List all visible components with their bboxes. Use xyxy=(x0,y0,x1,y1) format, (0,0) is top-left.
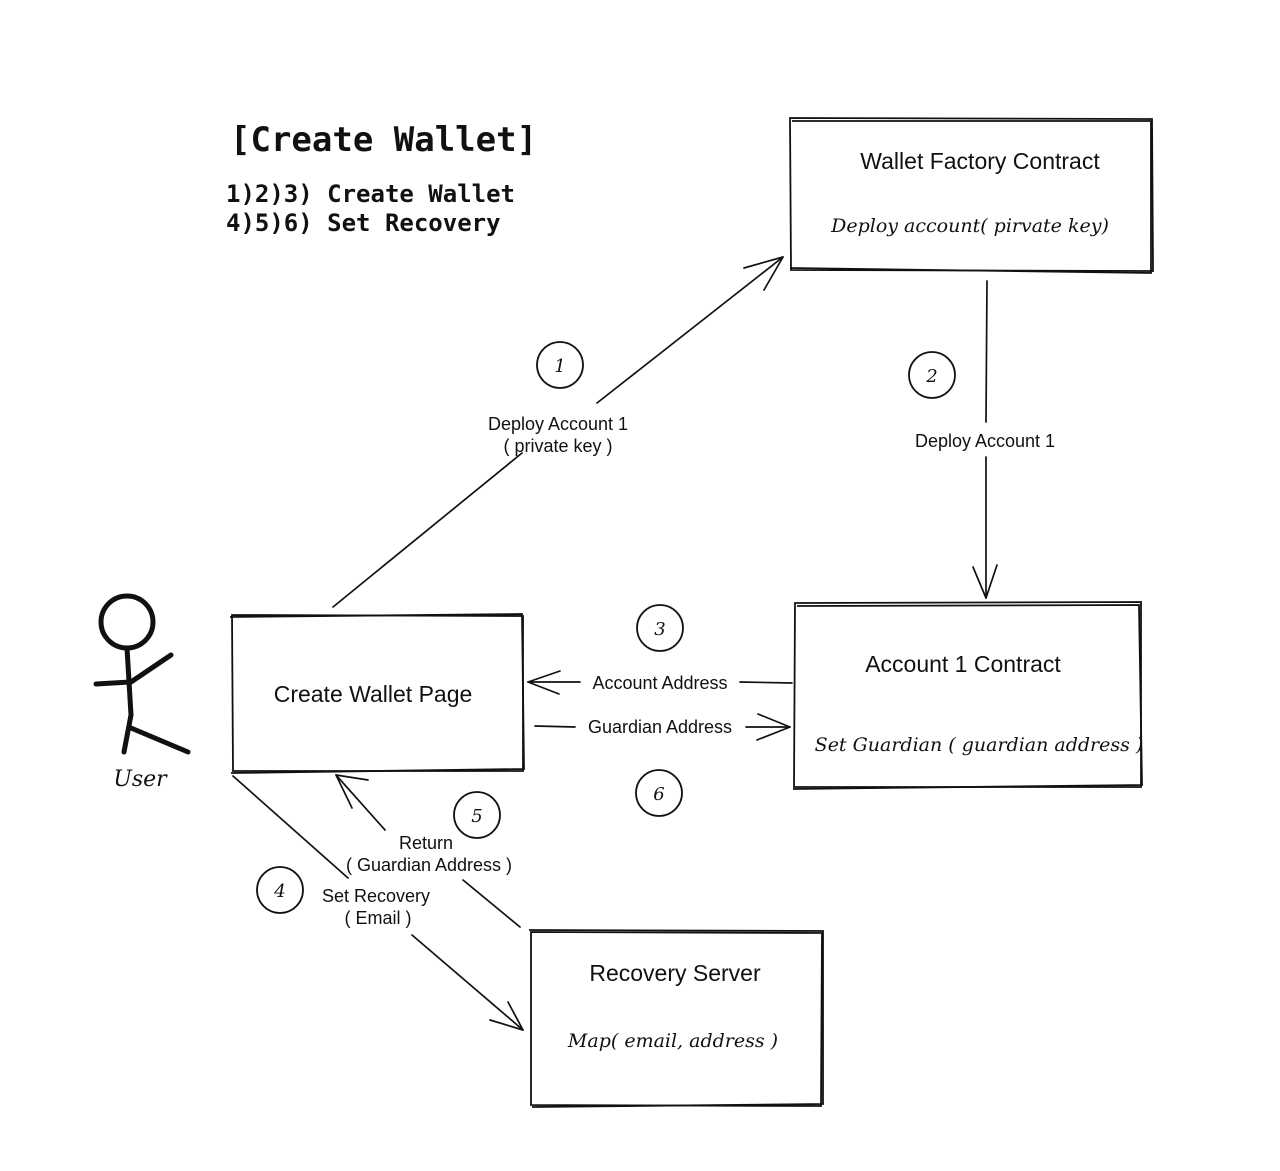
edge-2-label: Deploy Account 1 xyxy=(915,431,1055,451)
create-wallet-page-title: Create Wallet Page xyxy=(274,681,473,707)
edge-1-label-line-2: ( private key ) xyxy=(503,436,612,456)
diagram-title: [Create Wallet] xyxy=(230,120,537,160)
steps-line-1: 1)2)3) Create Wallet xyxy=(226,180,515,208)
edge-return-guardian-address: Return ( Guardian Address ) 5 xyxy=(335,774,521,928)
edge-6-label: Guardian Address xyxy=(588,717,732,737)
edge-set-recovery-email: Set Recovery ( Email ) 4 xyxy=(232,775,524,1031)
account-1-contract-node: Account 1 Contract Set Guardian ( guardi… xyxy=(792,601,1144,790)
edge-5-label-line-2: ( Guardian Address ) xyxy=(346,855,512,875)
edge-deploy-account-private-key: Deploy Account 1 ( private key ) 1 xyxy=(332,256,784,608)
account-1-contract-title: Account 1 Contract xyxy=(865,651,1061,677)
account-1-contract-method: Set Guardian ( guardian address ) xyxy=(815,734,1144,756)
edge-3-label: Account Address xyxy=(592,673,727,693)
user-actor: User xyxy=(93,593,191,792)
step-3-marker: 3 xyxy=(654,619,665,640)
user-label: User xyxy=(113,767,168,792)
step-5-marker: 5 xyxy=(471,806,482,827)
edge-5-label-line-1: Return xyxy=(399,833,453,853)
edge-1-label-line-1: Deploy Account 1 xyxy=(488,414,628,434)
step-4-marker: 4 xyxy=(273,881,285,902)
create-wallet-page-node: Create Wallet Page xyxy=(229,613,525,774)
step-6-marker: 6 xyxy=(653,784,664,805)
recovery-server-method: Map( email, address ) xyxy=(567,1030,778,1052)
edge-4-label-line-1: Set Recovery xyxy=(322,886,430,906)
edge-guardian-address: Guardian Address 6 xyxy=(534,713,791,817)
edge-4-label-line-2: ( Email ) xyxy=(345,908,412,928)
step-2-marker: 2 xyxy=(925,366,937,387)
wallet-factory-contract-method: Deploy account( pirvate key) xyxy=(830,215,1109,237)
recovery-server-node: Recovery Server Map( email, address ) xyxy=(528,929,824,1108)
steps-line-2: 4)5)6) Set Recovery xyxy=(226,209,501,237)
recovery-server-title: Recovery Server xyxy=(589,960,761,986)
edge-account-address: Account Address 3 xyxy=(527,604,793,695)
wallet-factory-contract-title: Wallet Factory Contract xyxy=(860,148,1100,174)
wallet-factory-contract-node: Wallet Factory Contract Deploy account( … xyxy=(789,117,1154,274)
edge-deploy-account-1: Deploy Account 1 2 xyxy=(908,280,1055,599)
step-1-marker: 1 xyxy=(554,356,565,377)
